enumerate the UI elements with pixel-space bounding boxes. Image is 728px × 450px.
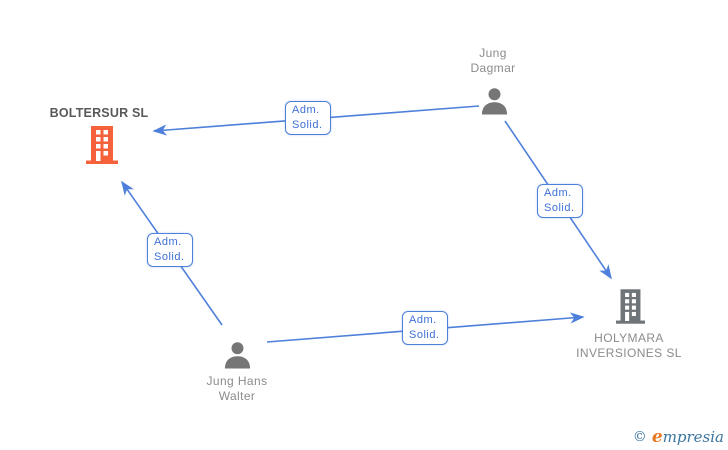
node-label-line: HOLYMARA	[594, 331, 664, 345]
edge-label-dagmar-holymara: Adm. Solid.	[537, 184, 583, 218]
edge-label-text: Adm.	[544, 187, 572, 199]
person-icon[interactable]	[480, 87, 509, 120]
edge-label-text: Adm.	[409, 314, 437, 326]
node-label-holymara[interactable]: HOLYMARA INVERSIONES SL	[556, 331, 702, 361]
node-label-line: BOLTERSUR SL	[49, 106, 149, 120]
person-icon[interactable]	[223, 341, 252, 374]
node-label-line: INVERSIONES SL	[576, 346, 682, 360]
node-label-line: Jung	[479, 46, 507, 60]
logo-initial: e	[651, 427, 663, 447]
node-label-jung-hans-walter[interactable]: Jung Hans Walter	[177, 374, 297, 404]
edge-label-text: Adm.	[154, 236, 182, 248]
node-label-line: Dagmar	[470, 61, 516, 75]
building-icon[interactable]	[86, 126, 118, 169]
edge-label-hanswalter-boltersur: Adm. Solid.	[147, 233, 193, 267]
edge-label-dagmar-boltersur: Adm. Solid.	[285, 101, 331, 135]
edge-label-text: Adm.	[292, 104, 320, 116]
edge-label-text: Solid.	[292, 119, 323, 131]
logo-text: mpresia	[662, 428, 724, 446]
edge-label-hanswalter-holymara: Adm. Solid.	[402, 311, 448, 345]
node-label-boltersur[interactable]: BOLTERSUR SL	[29, 106, 169, 121]
edge-label-text: Solid.	[154, 251, 185, 263]
edge-label-text: Solid.	[544, 202, 575, 214]
node-label-line: Jung Hans	[206, 374, 268, 388]
node-label-jung-dagmar[interactable]: Jung Dagmar	[433, 46, 553, 76]
node-label-line: Walter	[218, 389, 256, 403]
edge-label-text: Solid.	[409, 329, 440, 341]
empresia-logo[interactable]: © empresia	[633, 427, 724, 447]
copyright-icon: ©	[632, 429, 647, 445]
building-icon[interactable]	[616, 288, 645, 330]
